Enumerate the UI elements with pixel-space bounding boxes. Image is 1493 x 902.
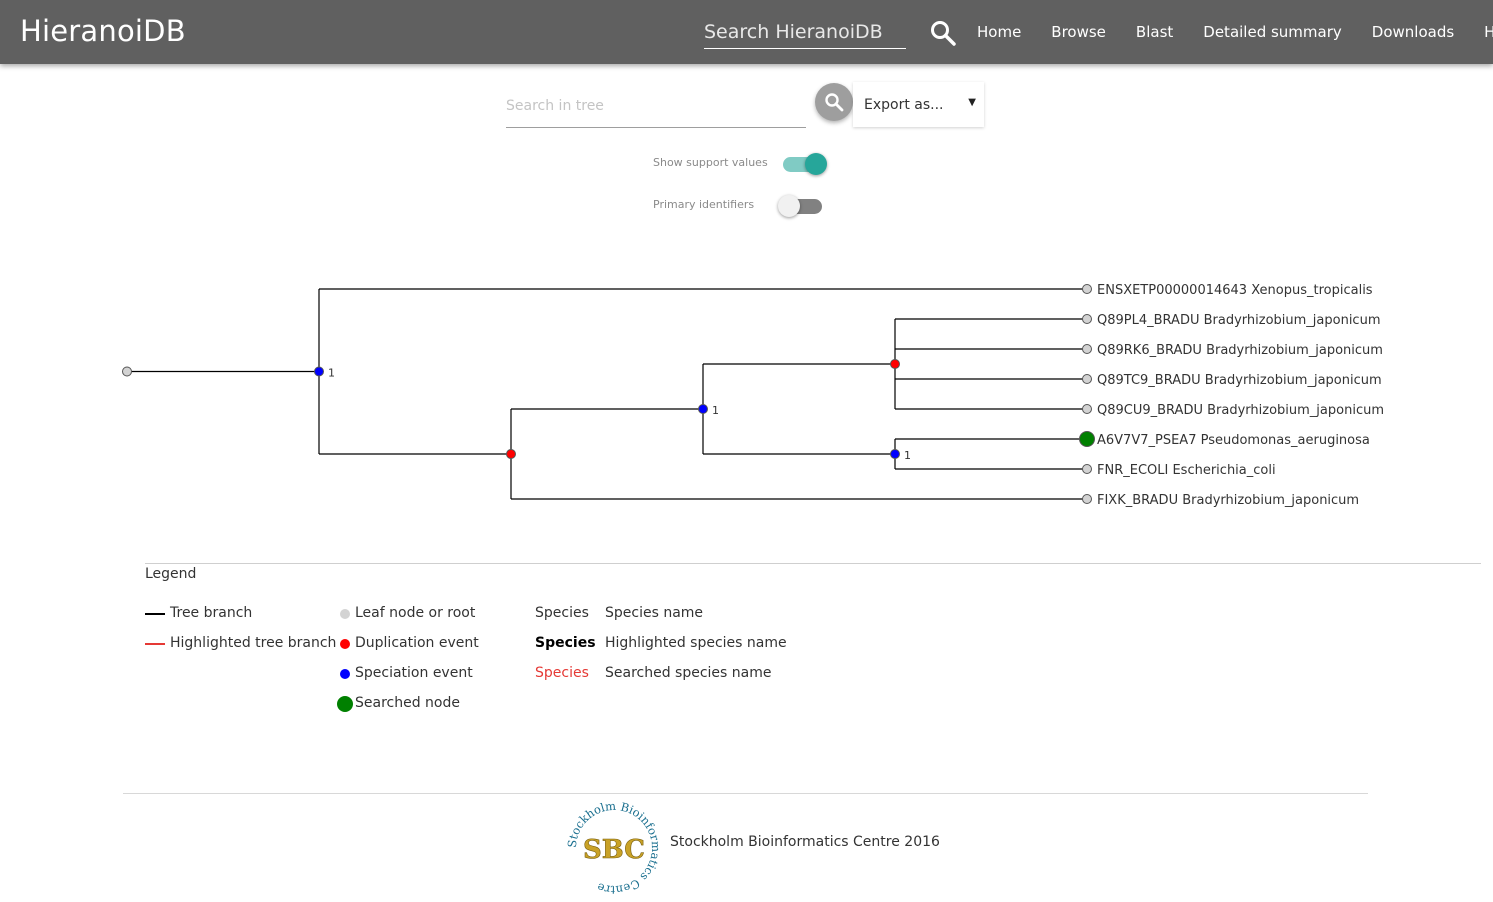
leaf-node[interactable] — [1082, 494, 1092, 504]
legend-highlighted-branch: Highlighted tree branch — [170, 635, 337, 651]
legend-highlighted-species: Highlighted species name — [605, 635, 787, 651]
phylogenetic-tree: ENSXETP00000014643 Xenopus_tropicalisQ89… — [122, 283, 1384, 508]
leaf-label[interactable]: FIXK_BRADU Bradyrhizobium_japonicum — [1097, 493, 1359, 508]
leaf-label[interactable]: Q89CU9_BRADU Bradyrhizobium_japonicum — [1097, 403, 1384, 418]
legend-leaf-or-root: Leaf node or root — [355, 605, 476, 621]
support-value: 1 — [328, 367, 335, 380]
leaf-label[interactable]: Q89TC9_BRADU Bradyrhizobium_japonicum — [1097, 373, 1382, 388]
leaf-node[interactable] — [1082, 464, 1092, 474]
leaf-node[interactable] — [1082, 284, 1092, 294]
leaf-node[interactable] — [1082, 374, 1092, 384]
species-sample-searched: Species — [535, 665, 589, 681]
leaf-label[interactable]: Q89PL4_BRADU Bradyrhizobium_japonicum — [1097, 313, 1380, 328]
duplication-swatch — [340, 639, 350, 649]
main-nav: Home Browse Blast Detailed summary Downl… — [962, 0, 1493, 64]
speciation-node[interactable] — [698, 404, 708, 414]
export-dropdown-label: Export as... — [864, 97, 944, 113]
highlighted-branch-swatch — [145, 643, 165, 645]
sbc-logo: Stockholm Bioinformatics Centre SBC — [566, 800, 662, 896]
leaf-label[interactable]: ENSXETP00000014643 Xenopus_tropicalis — [1097, 283, 1373, 298]
support-value: 1 — [712, 404, 719, 417]
legend-duplication: Duplication event — [355, 635, 479, 651]
support-values-label: Show support values — [653, 156, 768, 169]
support-value: 1 — [904, 449, 911, 462]
top-navbar: HieranoiDB Home Browse Blast Detailed su… — [0, 0, 1493, 64]
legend-speciation: Speciation event — [355, 665, 473, 681]
brand-logo[interactable]: HieranoiDB — [20, 14, 186, 48]
site-search-input[interactable] — [704, 18, 904, 46]
legend-searched-node: Searched node — [355, 695, 460, 711]
nav-detailed-summary[interactable]: Detailed summary — [1203, 23, 1342, 41]
root-node[interactable] — [122, 366, 132, 377]
tree-search-field — [506, 90, 806, 128]
speciation-node[interactable] — [314, 366, 324, 377]
leaf-node[interactable] — [1082, 314, 1092, 324]
legend-title: Legend — [145, 566, 197, 582]
site-search-field — [704, 18, 906, 49]
footer-divider — [123, 793, 1368, 794]
legend-species-name: Species name — [605, 605, 704, 621]
logo-monogram: SBC — [583, 835, 645, 865]
leaf-node[interactable] — [1082, 404, 1092, 414]
leaf-node[interactable] — [1082, 344, 1092, 354]
legend-tree-branch: Tree branch — [170, 605, 253, 621]
search-icon — [825, 93, 844, 112]
search-icon[interactable] — [930, 20, 956, 46]
searched-node[interactable] — [1079, 431, 1095, 447]
nav-downloads[interactable]: Downloads — [1371, 23, 1455, 41]
leaf-node-swatch — [340, 609, 350, 619]
nav-home[interactable]: Home — [977, 23, 1022, 41]
duplication-node[interactable] — [890, 359, 900, 369]
caret-down-icon: ▼ — [968, 97, 976, 108]
nav-browse[interactable]: Browse — [1051, 23, 1106, 41]
tree-search-button[interactable] — [815, 83, 853, 121]
tree-search-input[interactable] — [506, 90, 802, 122]
nav-blast[interactable]: Blast — [1135, 23, 1174, 41]
leaf-label[interactable]: A6V7V7_PSEA7 Pseudomonas_aeruginosa — [1097, 433, 1370, 448]
footer-text: Stockholm Bioinformatics Centre 2016 — [670, 834, 940, 850]
toggle-knob — [778, 195, 800, 217]
primary-identifiers-label: Primary identifiers — [653, 198, 755, 211]
species-sample-highlighted: Species — [535, 635, 596, 651]
nav-help[interactable]: Help — [1484, 23, 1493, 41]
duplication-node[interactable] — [506, 449, 516, 459]
toggle-knob — [805, 153, 827, 175]
leaf-label[interactable]: FNR_ECOLI Escherichia_coli — [1097, 463, 1276, 478]
legend-searched-species: Searched species name — [605, 665, 772, 681]
searched-node-swatch — [337, 696, 353, 712]
export-dropdown[interactable]: Export as... ▼ — [853, 82, 984, 127]
species-sample-normal: Species — [535, 605, 589, 621]
speciation-swatch — [340, 669, 350, 679]
tree-branch-swatch — [145, 613, 165, 615]
tree-labels: ENSXETP00000014643 Xenopus_tropicalisQ89… — [328, 283, 1384, 508]
legend-divider — [145, 563, 1481, 564]
tree-branches — [127, 288, 1087, 500]
tree-nodes — [122, 284, 1095, 504]
leaf-label[interactable]: Q89RK6_BRADU Bradyrhizobium_japonicum — [1097, 343, 1383, 358]
speciation-node[interactable] — [890, 449, 900, 459]
